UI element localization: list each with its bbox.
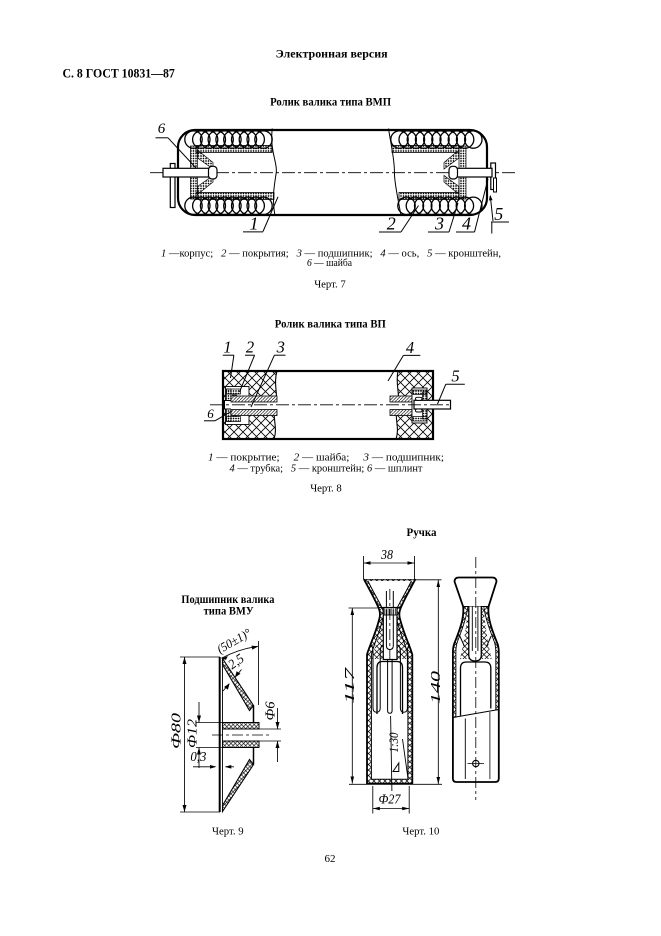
svg-text:Ф12: Ф12 <box>185 719 200 748</box>
svg-text:3: 3 <box>434 214 444 234</box>
svg-text:117: 117 <box>342 666 357 704</box>
svg-text:1: 1 <box>223 338 231 357</box>
svg-text:Ручка: Ручка <box>407 525 437 539</box>
svg-text:Черт. 10: Черт. 10 <box>402 826 439 838</box>
svg-text:38: 38 <box>380 547 393 562</box>
svg-text:62: 62 <box>325 853 336 865</box>
svg-text:4: 4 <box>462 214 471 234</box>
svg-text:Электронная версия: Электронная версия <box>276 47 389 61</box>
svg-text:Ф6: Ф6 <box>263 701 278 720</box>
svg-text:Черт. 8: Черт. 8 <box>310 483 342 495</box>
svg-text:С. 8 ГОСТ 10831—87: С. 8 ГОСТ 10831—87 <box>63 67 175 81</box>
svg-text:Черт. 7: Черт. 7 <box>314 279 346 291</box>
svg-text:6: 6 <box>158 121 166 137</box>
svg-text:3: 3 <box>276 338 285 357</box>
svg-text:1: 1 <box>250 214 259 234</box>
svg-text:6: 6 <box>207 406 214 421</box>
svg-text:1:30: 1:30 <box>387 732 401 753</box>
svg-text:4 — трубка; 5 — кронштейн; 6: 4 — трубка; 5 — кронштейн; 6 — шплинт <box>230 464 424 475</box>
svg-text:0,3: 0,3 <box>190 749 206 764</box>
svg-text:Черт. 9: Черт. 9 <box>212 826 244 838</box>
svg-text:140: 140 <box>428 671 443 704</box>
svg-text:Ф27: Ф27 <box>379 793 402 808</box>
svg-text:Ф80: Ф80 <box>169 713 184 749</box>
svg-text:(50±1)°: (50±1)° <box>214 626 253 657</box>
svg-text:4: 4 <box>406 338 414 357</box>
svg-text:6 — шайба: 6 — шайба <box>307 258 352 269</box>
svg-text:типа ВМУ: типа ВМУ <box>204 604 254 618</box>
svg-text:1 —корпус; 2 — покрытия; 3: 1 —корпус; 2 — покрытия; 3 — подшипник; … <box>161 248 501 259</box>
svg-text:5: 5 <box>494 204 503 224</box>
svg-text:Подшипник валика: Подшипник валика <box>181 592 274 606</box>
svg-text:2: 2 <box>246 338 254 357</box>
svg-text:1 — покрытие; 2 — шайба;: 1 — покрытие; 2 — шайба; 3 — подшипник; <box>208 453 444 464</box>
svg-text:5: 5 <box>451 367 459 386</box>
svg-text:Ролик валика типа ВМП: Ролик валика типа ВМП <box>270 95 392 109</box>
svg-text:Ролик валика типа ВП: Ролик валика типа ВП <box>275 317 387 331</box>
svg-text:2: 2 <box>387 214 396 234</box>
